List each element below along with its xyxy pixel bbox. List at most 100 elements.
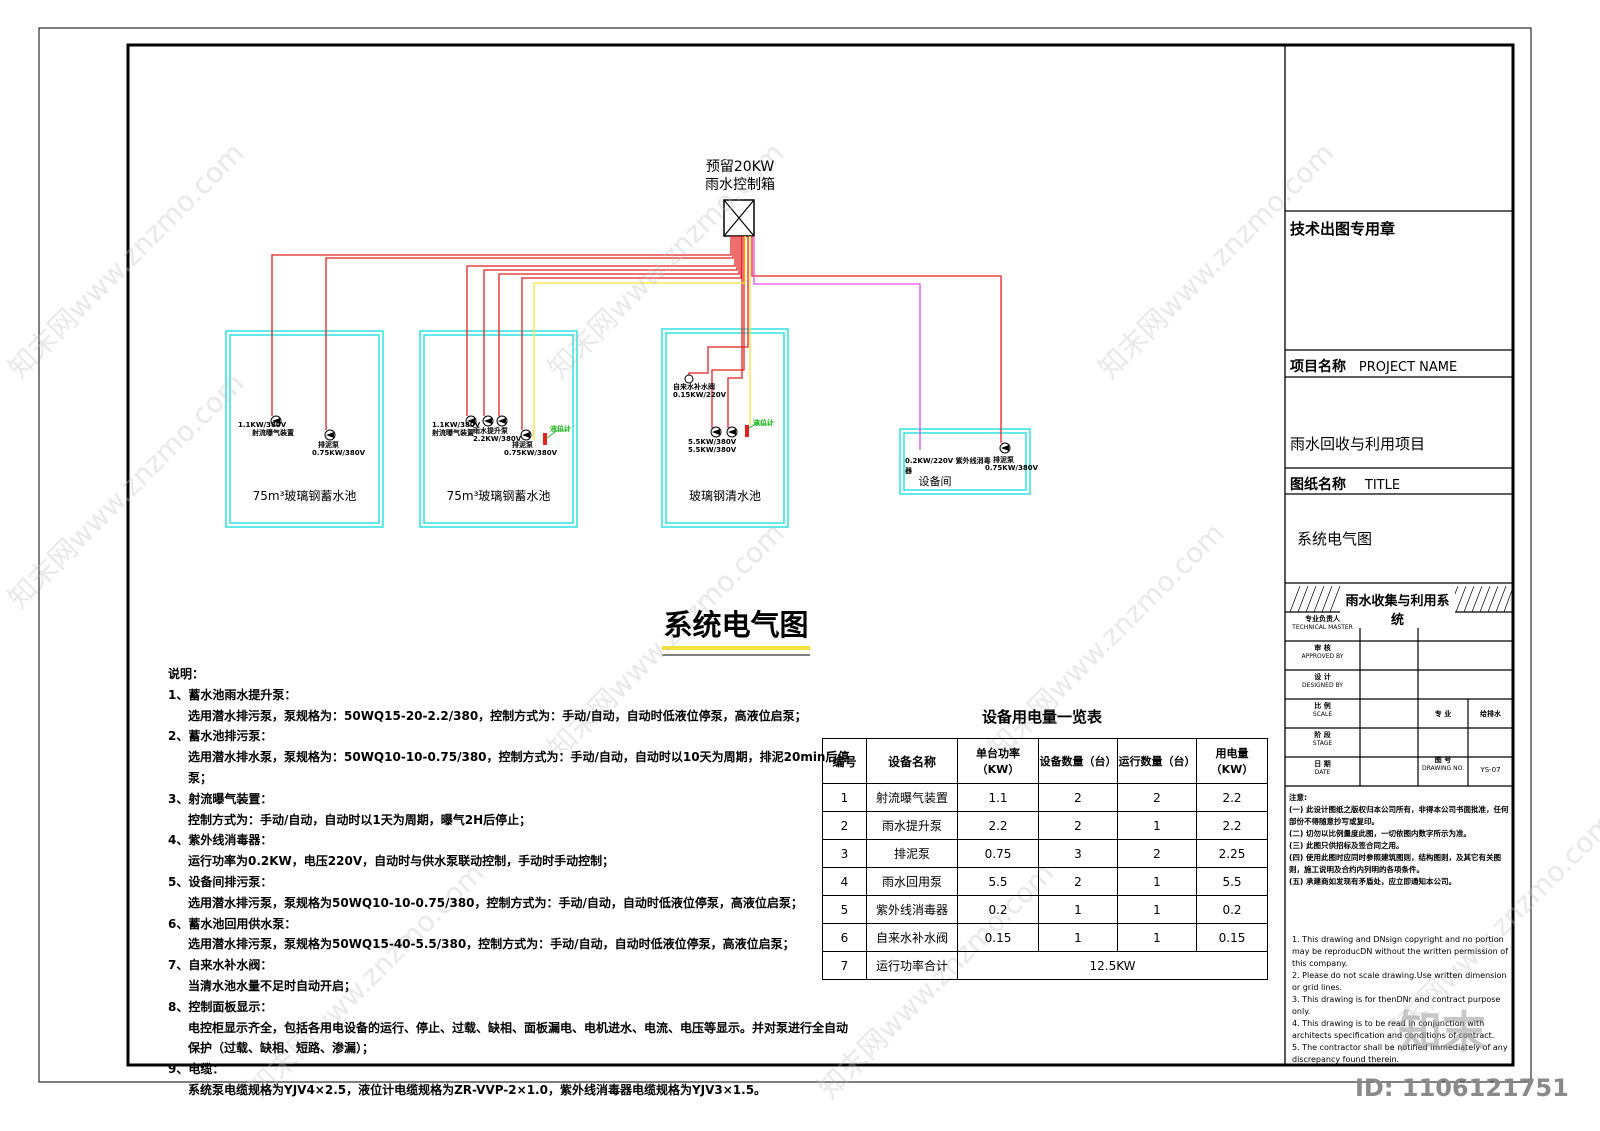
tb-row-designed: 设 计 DESIGNED BY xyxy=(1285,672,1360,689)
title-block-lines xyxy=(1285,210,1513,787)
note-6-heading: 6、蓄水池回用供水泵： xyxy=(168,916,297,931)
table-cell: 0.15 xyxy=(957,923,1039,952)
system-name: 雨水收集与利用系统 xyxy=(1340,590,1455,628)
title-block-notes: 注意: (一) 此设计图纸之版权归本公司所有，非得本公司书面批准，任何部份不得随… xyxy=(1289,792,1509,888)
control-box-label-2: 雨水控制箱 xyxy=(705,177,775,193)
table-row: 2 雨水提升泵 2.2 2 1 2.2 xyxy=(822,811,1268,840)
level-leader-1 xyxy=(546,429,570,439)
room-sludge-name: 排泥泵 xyxy=(993,456,1014,464)
level-leader-2 xyxy=(748,423,772,429)
t1-sludge-power: 0.75KW/380V xyxy=(312,449,366,457)
table-header-cell: 运行数量（台） xyxy=(1117,738,1197,784)
table-header-cell: 设备数量（台） xyxy=(1038,738,1118,784)
table-cell: 0.2 xyxy=(957,895,1039,924)
t1-aerator-power: 1.1KW/380V xyxy=(238,421,287,429)
table-cell: 紫外线消毒器 xyxy=(866,895,958,924)
t2-level-label: 液位计 xyxy=(550,425,571,433)
drawing-label-en: TITLE xyxy=(1364,478,1401,493)
tb-row-label-en: APPROVED BY xyxy=(1301,653,1344,660)
room-sludge-power: 0.75KW/380V xyxy=(985,464,1039,472)
tb-row-date: 日 期 DATE xyxy=(1285,759,1360,776)
table-cell: 2.25 xyxy=(1196,839,1268,868)
note-3-detail: 控制方式为：手动/自动，自动时以1天为周期，曝气2H后停止； xyxy=(188,812,532,827)
tb-row-label-cn: 设 计 xyxy=(1314,673,1331,681)
tb-note-en: 5. The contractor shall be notified imme… xyxy=(1292,1043,1508,1064)
note-9-detail: 系统泵电缆规格为YJV4×2.5，液位计电缆规格为ZR-VVP-2×1.0，紫外… xyxy=(188,1082,767,1097)
tb-note-cn: (二) 切勿以比例量度此图，一切依图内数字所示为准。 xyxy=(1289,829,1471,838)
room-uv-label: 0.2KW/220V 紫外线消毒器 xyxy=(905,457,991,475)
table-cell: 2 xyxy=(822,811,867,840)
table-cell: 6 xyxy=(822,923,867,952)
table-cell: 3 xyxy=(1038,839,1118,868)
project-label: 项目名称 xyxy=(1290,359,1346,375)
t2-aerator-power: 1.1KW/380V xyxy=(432,421,481,429)
level-sensor-1 xyxy=(543,433,547,445)
note-8-heading: 8、控制面板显示： xyxy=(168,999,273,1014)
tb-row-stage: 阶 段 STAGE xyxy=(1285,730,1360,747)
table-cell: 1 xyxy=(1117,895,1197,924)
note-7-detail: 当清水池水量不足时自动开启； xyxy=(188,978,357,993)
table-header-cell: 单台功率（KW） xyxy=(957,738,1039,784)
note-2-detail: 选用潜水排水泵，泵规格为：50WQ10-10-0.75/380，控制方式为：手动… xyxy=(188,750,850,785)
tank-3-name: 玻璃钢清水池 xyxy=(688,489,761,503)
t3-pumps-power: 5.5KW/380V 5.5KW/380V xyxy=(688,438,737,454)
tb-row-label-cn: 阶 段 xyxy=(1314,731,1331,739)
note-5-detail: 选用潜水排污泵，泵规格为50WQ10-10-0.75/380，控制方式为：手动/… xyxy=(188,895,803,910)
tb-row-label-cn: 比 例 xyxy=(1314,702,1331,710)
note-1-heading: 1、蓄水池雨水提升泵： xyxy=(168,687,297,702)
table-cell: 自来水补水阀 xyxy=(866,923,958,952)
table-cell: 7 xyxy=(822,951,867,980)
table-cell: 雨水提升泵 xyxy=(866,811,958,840)
level-sensor-2 xyxy=(745,425,749,437)
table-cell: 5 xyxy=(822,895,867,924)
drawing-label: 图纸名称 xyxy=(1290,477,1346,493)
table-cell: 1 xyxy=(1117,923,1197,952)
note-1-detail: 选用潜水排污泵，泵规格为：50WQ15-20-2.2/380，控制方式为：手动/… xyxy=(188,708,807,723)
table-cell: 1 xyxy=(1038,895,1118,924)
table-cell: 2.2 xyxy=(1196,783,1268,812)
drawing-no-value: YS-07 xyxy=(1480,766,1501,774)
note-8-detail: 电控柜显示齐全，包括各用电设备的运行、停止、过载、缺相、面板漏电、电机进水、电流… xyxy=(188,1020,849,1056)
tb-row-label-en: STAGE xyxy=(1312,740,1333,747)
table-cell: 2 xyxy=(1038,867,1118,896)
outer-frame xyxy=(38,27,1532,1083)
t2-sludge-name: 排泥泵 xyxy=(512,441,533,449)
tb-note-en: 1. This drawing and DNsign copyright and… xyxy=(1292,935,1508,968)
title-block-notes-en: 1. This drawing and DNsign copyright and… xyxy=(1292,934,1510,1066)
note-7-heading: 7、自来水补水阀： xyxy=(168,958,273,973)
pump-fill xyxy=(272,418,1009,451)
t1-sludge-name: 排泥泵 xyxy=(318,441,339,449)
table-cell: 3 xyxy=(822,839,867,868)
table-cell: 射流曝气装置 xyxy=(866,783,958,812)
note-9-heading: 9、电缆： xyxy=(168,1062,225,1077)
note-2-heading: 2、蓄水池排污泵： xyxy=(168,729,273,744)
tb-note-cn: (一) 此设计图纸之版权归本公司所有，非得本公司书面批准，任何部份不得随意抄写或… xyxy=(1289,805,1509,826)
drawing-no-label-en: DRAWING NO. xyxy=(1422,765,1464,772)
design-notes: 说明： 1、蓄水池雨水提升泵： 选用潜水排污泵，泵规格为：50WQ15-20-2… xyxy=(168,664,858,1101)
table-row: 5 紫外线消毒器 0.2 1 1 0.2 xyxy=(822,895,1268,924)
equipment-room-name: 设备间 xyxy=(918,475,952,488)
table-cell: 5.5 xyxy=(1196,867,1268,896)
table-cell: 1 xyxy=(822,783,867,812)
discipline-value: 给排水 xyxy=(1480,710,1501,718)
tb-notes-heading: 注意: xyxy=(1289,793,1307,802)
table-cell: 2 xyxy=(1038,811,1118,840)
note-5-heading: 5、设备间排污泵： xyxy=(168,874,273,889)
table-cell: 0.2 xyxy=(1196,895,1268,924)
image-id-label: ID: 1106121751 xyxy=(1355,1074,1569,1102)
notes-heading: 说明： xyxy=(168,667,205,681)
tb-row-label-en: SCALE xyxy=(1312,711,1333,718)
tb-note-en: 3. This drawing is for thenDNr and contr… xyxy=(1292,995,1501,1016)
tank-2-name: 75m³玻璃钢蓄水池 xyxy=(446,489,551,503)
title-underline xyxy=(662,646,810,650)
uv-line xyxy=(753,236,921,450)
table-cell: 1 xyxy=(1117,811,1197,840)
tank-1-name: 75m³玻璃钢蓄水池 xyxy=(252,489,357,503)
t3-valve-power: 0.15KW/220V xyxy=(673,391,727,399)
equipment-table: 编号 设备名称 单台功率（KW） 设备数量（台） 运行数量（台） 用电量（KW）… xyxy=(822,738,1268,980)
t2-lift-power: 2.2KW/380V xyxy=(473,435,522,443)
tb-row-label-en: TECHNICAL MASTER xyxy=(1292,624,1353,631)
table-cell: 1 xyxy=(1038,923,1118,952)
table-cell: 运行功率合计 xyxy=(866,951,958,980)
